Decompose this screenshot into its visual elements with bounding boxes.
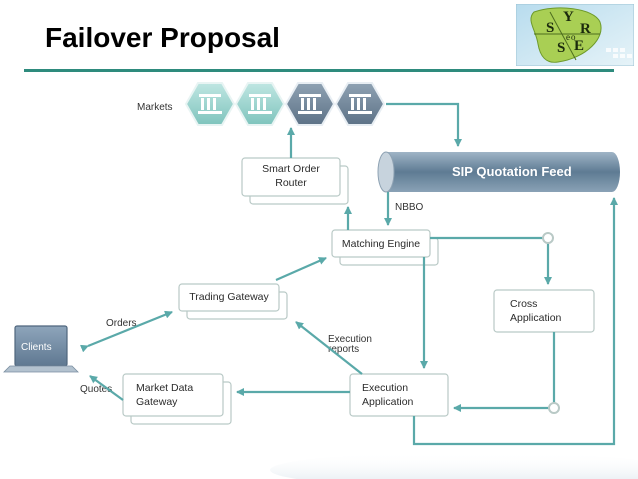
market-icon bbox=[284, 82, 336, 126]
floor-shadow bbox=[270, 452, 638, 479]
market-data-gateway-line1: Market Data bbox=[136, 382, 193, 394]
slide-title: Failover Proposal bbox=[45, 22, 280, 53]
logo-letter: E bbox=[574, 38, 584, 54]
logo-letter: Y bbox=[563, 9, 574, 25]
execution-reports-line1: Execution bbox=[328, 334, 372, 345]
title-divider bbox=[24, 69, 614, 72]
arrow-orders-to-trading-gateway bbox=[80, 310, 173, 353]
quotes-label: Quotes bbox=[80, 384, 112, 395]
matching-engine-label: Matching Engine bbox=[342, 238, 420, 250]
arrow-market-data-to-clients bbox=[89, 375, 124, 401]
cross-application-box: Cross Application bbox=[493, 289, 595, 333]
logo-letter: S bbox=[557, 40, 565, 56]
smart-order-router-line1: Smart Order bbox=[262, 163, 320, 175]
trading-gateway-box: Trading Gateway bbox=[178, 283, 288, 320]
execution-application-line1: Execution bbox=[362, 382, 408, 394]
matching-engine-box: Matching Engine bbox=[331, 229, 439, 266]
smart-order-router-line2: Router bbox=[275, 177, 307, 189]
logo-letter: o bbox=[571, 32, 576, 42]
markets-label: Markets bbox=[137, 102, 173, 113]
connector-node bbox=[542, 232, 554, 244]
execution-application-line2: Application bbox=[362, 396, 414, 408]
execution-application-box: Execution Application bbox=[349, 373, 449, 417]
smart-order-router-box: Smart Order Router bbox=[241, 157, 349, 205]
syrse-logo: S Y R S E e o bbox=[516, 4, 634, 66]
trading-gateway-label: Trading Gateway bbox=[189, 291, 269, 303]
clients-laptop-icon: Clients bbox=[3, 325, 79, 373]
arrow-trading-gateway-to-matching-engine bbox=[275, 256, 327, 282]
market-icon bbox=[184, 82, 236, 126]
connector-node bbox=[548, 402, 560, 414]
logo-letter: R bbox=[580, 21, 591, 37]
cross-application-line1: Cross bbox=[510, 298, 537, 310]
arrow-execution-to-sip bbox=[412, 197, 618, 446]
market-icon bbox=[334, 82, 386, 126]
arrow-matching-engine-to-cross bbox=[430, 236, 552, 285]
logo-letter: S bbox=[546, 20, 554, 36]
cross-application-line2: Application bbox=[510, 312, 562, 324]
market-data-gateway-box: Market Data Gateway bbox=[122, 373, 232, 425]
clients-label: Clients bbox=[21, 342, 52, 353]
market-data-gateway-line2: Gateway bbox=[136, 396, 178, 408]
arrow-execution-to-trading-gateway bbox=[295, 321, 363, 375]
nbbo-label: NBBO bbox=[395, 202, 424, 213]
logo-letter: e bbox=[566, 32, 570, 42]
execution-reports-line2: reports bbox=[328, 344, 359, 355]
arrow-cross-to-execution bbox=[453, 332, 556, 412]
arrow-markets-to-sip bbox=[386, 102, 462, 147]
market-icon bbox=[234, 82, 286, 126]
sip-feed-label: SIP Quotation Feed bbox=[452, 164, 572, 179]
sip-quotation-feed: SIP Quotation Feed bbox=[377, 151, 620, 193]
